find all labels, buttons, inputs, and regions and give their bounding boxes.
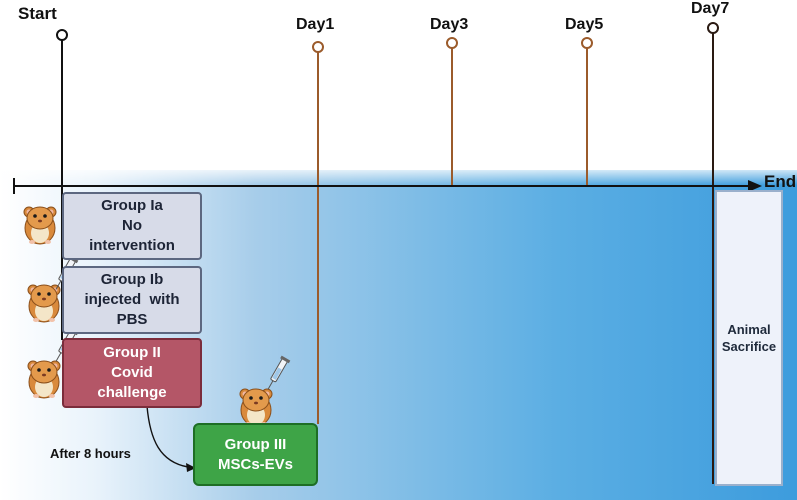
start-marker bbox=[56, 29, 68, 41]
group-iii-line-2: MSCs-EVs bbox=[217, 455, 294, 473]
group-ib-line-2: injected with bbox=[84, 291, 180, 308]
group-ii-line-2: Covid bbox=[111, 364, 153, 381]
day5-label: Day5 bbox=[565, 16, 604, 33]
group-ia-line-3: intervention bbox=[89, 237, 175, 254]
axis-arrowhead bbox=[748, 180, 762, 192]
group-ia-line-1: Group Ia bbox=[101, 197, 163, 214]
day1-marker bbox=[312, 41, 324, 53]
after-arrow bbox=[146, 405, 189, 468]
day3-label: Day3 bbox=[430, 16, 469, 33]
group-ii-box: Group II Covid challenge bbox=[62, 338, 202, 408]
group-ii-line-1: Group II bbox=[103, 344, 161, 361]
day3-marker bbox=[446, 37, 458, 49]
group-ib-box: Group Ib injected with PBS bbox=[62, 266, 202, 334]
animal-sacrifice-box: Animal Sacrifice bbox=[715, 190, 783, 486]
group-ib-line-3: PBS bbox=[116, 311, 148, 328]
end-label: End bbox=[764, 172, 797, 191]
group-iii-box: Group III MSCs-EVs bbox=[193, 423, 318, 486]
day5-marker bbox=[581, 37, 593, 49]
group-iii-line-1: Group III bbox=[224, 435, 287, 453]
sacrifice-line-2: Sacrifice bbox=[721, 339, 777, 354]
group-ii-line-3: challenge bbox=[97, 384, 167, 401]
start-label: Start bbox=[18, 4, 57, 23]
hamster-icon bbox=[23, 206, 57, 245]
hamster-icon bbox=[27, 284, 61, 323]
group-ia-box: Group Ia No intervention bbox=[62, 192, 202, 260]
day7-marker bbox=[707, 22, 719, 34]
hamster-icon bbox=[239, 388, 273, 427]
day1-label: Day1 bbox=[296, 16, 335, 33]
sacrifice-line-1: Animal bbox=[727, 322, 771, 337]
hamster-icon bbox=[27, 360, 61, 399]
day7-label: Day7 bbox=[691, 0, 730, 17]
after-8-hours-label: After 8 hours bbox=[50, 446, 131, 461]
group-ib-line-1: Group Ib bbox=[100, 271, 164, 288]
group-ia-line-2: No bbox=[122, 217, 142, 234]
